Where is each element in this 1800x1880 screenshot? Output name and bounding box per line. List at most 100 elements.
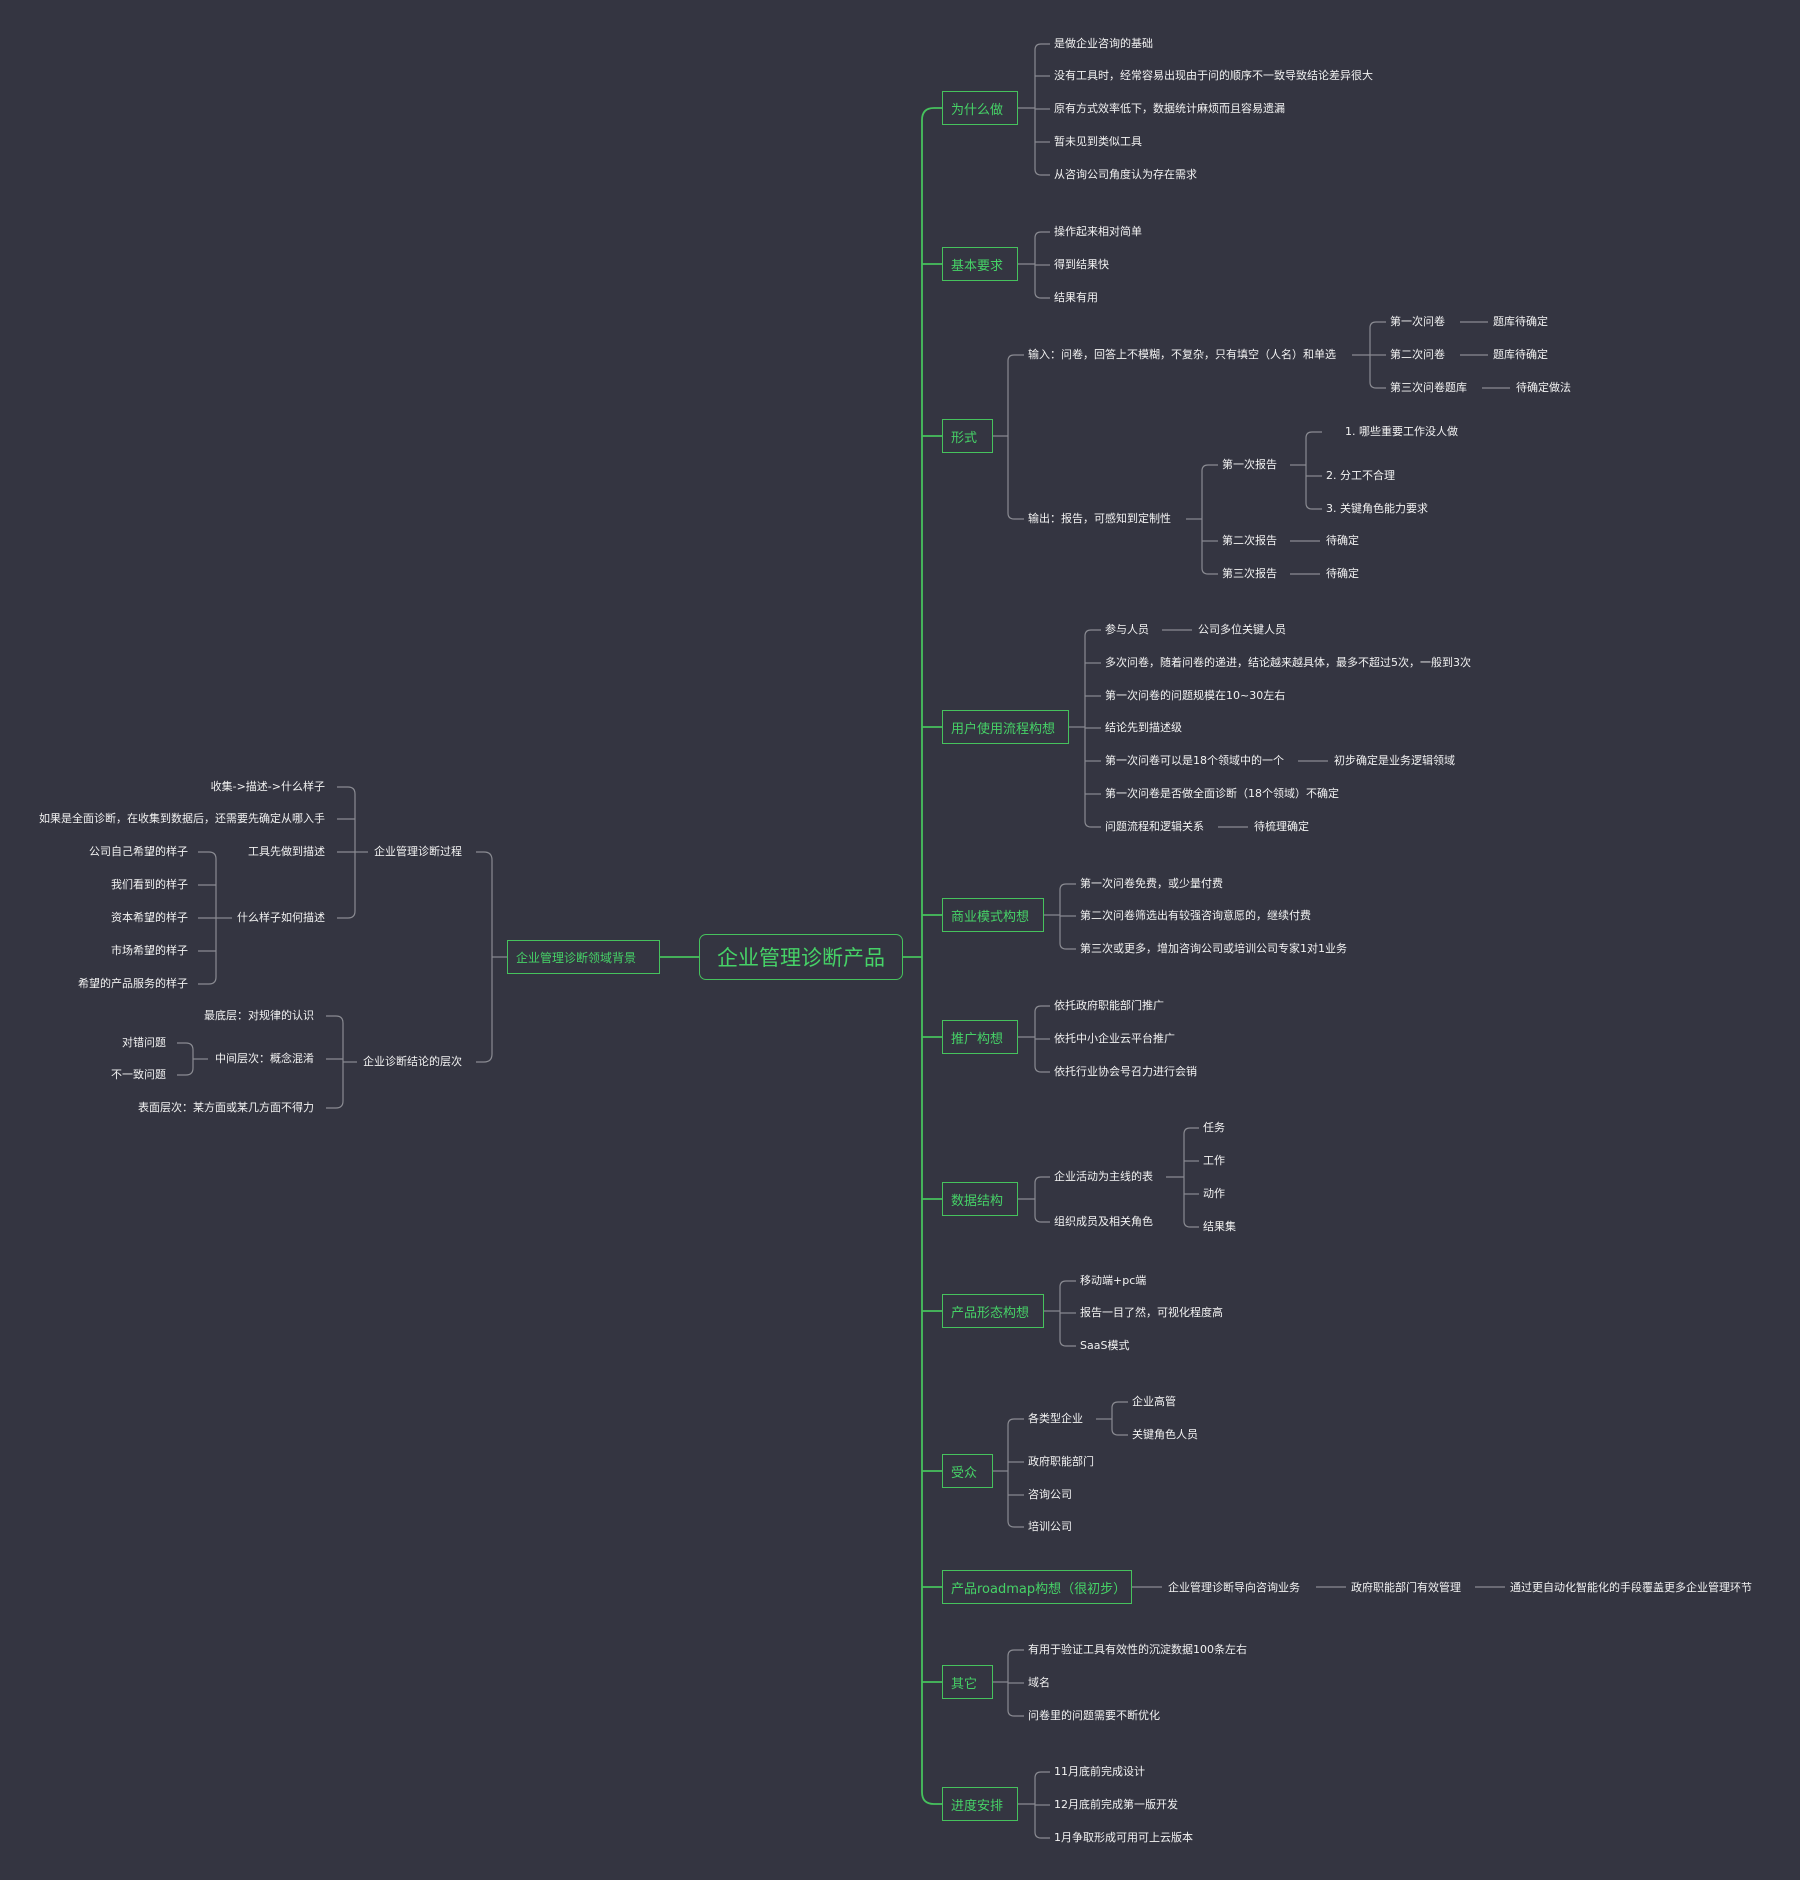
node-input-item[interactable]: 第三次问卷题库 xyxy=(1390,381,1467,394)
topic-user-flow[interactable]: 用户使用流程构想 xyxy=(942,710,1069,744)
topic-background[interactable]: 企业管理诊断领域背景 xyxy=(507,940,660,974)
node-promo-item[interactable]: 依托政府职能部门推广 xyxy=(1054,999,1164,1012)
node-report-third[interactable]: 第三次报告 xyxy=(1222,567,1277,580)
node-how-item[interactable]: 公司自己希望的样子 xyxy=(89,845,188,858)
node-input-leaf[interactable]: 题库待确定 xyxy=(1493,348,1548,361)
topic-basic-requirements[interactable]: 基本要求 xyxy=(942,247,1018,281)
node-collect[interactable]: 收集->描述->什么样子 xyxy=(210,780,325,793)
node-flow-item[interactable]: 第一次问卷可以是18个领域中的一个 xyxy=(1105,754,1284,767)
node-ds-main[interactable]: 企业活动为主线的表 xyxy=(1054,1170,1153,1183)
connector xyxy=(1201,464,1218,472)
node-why-item[interactable]: 没有工具时，经常容易出现由于问的顺序不一致导致结论差异很大 xyxy=(1054,69,1373,82)
node-input-leaf[interactable]: 待确定做法 xyxy=(1516,381,1571,394)
node-other-item[interactable]: 有用于验证工具有效性的沉淀数据100条左右 xyxy=(1028,1643,1247,1656)
node-ds-org[interactable]: 组织成员及相关角色 xyxy=(1054,1215,1153,1228)
node-report1-item[interactable]: 3. 关键角色能力要求 xyxy=(1326,502,1428,515)
topic-product-shape[interactable]: 产品形态构想 xyxy=(942,1294,1044,1328)
node-report3-leaf[interactable]: 待确定 xyxy=(1326,567,1359,580)
node-other-item[interactable]: 问卷里的问题需要不断优化 xyxy=(1028,1709,1160,1722)
node-shape-item[interactable]: SaaS模式 xyxy=(1080,1339,1130,1352)
node-how-item[interactable]: 希望的产品服务的样子 xyxy=(78,977,188,990)
topic-roadmap[interactable]: 产品roadmap构想（很初步） xyxy=(942,1570,1132,1604)
topic-audience[interactable]: 受众 xyxy=(942,1454,993,1488)
node-promo-item[interactable]: 依托中小企业云平台推广 xyxy=(1054,1032,1175,1045)
node-why-item[interactable]: 原有方式效率低下，数据统计麻烦而且容易遗漏 xyxy=(1054,102,1285,115)
connector xyxy=(1305,431,1322,439)
node-input-leaf[interactable]: 题库待确定 xyxy=(1493,315,1548,328)
node-report-second[interactable]: 第二次报告 xyxy=(1222,534,1277,547)
connector xyxy=(1059,1339,1076,1347)
node-basic-item[interactable]: 操作起来相对简单 xyxy=(1054,225,1142,238)
node-flow-item[interactable]: 多次问卷，随着问卷的递进，结论越来越具体，最多不超过5次，一般到3次 xyxy=(1105,656,1471,669)
node-level-middle[interactable]: 中间层次：概念混淆 xyxy=(215,1052,314,1065)
node-roadmap-step[interactable]: 政府职能部门有效管理 xyxy=(1351,1581,1461,1594)
node-why-item[interactable]: 暂未见到类似工具 xyxy=(1054,135,1142,148)
connector xyxy=(1034,1065,1050,1073)
node-audience-item[interactable]: 培训公司 xyxy=(1028,1520,1072,1533)
node-report1-item[interactable]: 1. 哪些重要工作没人做 xyxy=(1345,425,1458,438)
node-ds-main-item[interactable]: 任务 xyxy=(1203,1121,1225,1134)
node-form-input[interactable]: 输入：问卷，回答上不模糊，不复杂，只有填空（人名）和单选 xyxy=(1028,348,1336,361)
node-input-item[interactable]: 第一次问卷 xyxy=(1390,315,1445,328)
topic-why[interactable]: 为什么做 xyxy=(942,91,1018,125)
node-tool-describe[interactable]: 工具先做到描述 xyxy=(248,845,325,858)
root-topic[interactable]: 企业管理诊断产品 xyxy=(699,934,903,980)
node-report-first[interactable]: 第一次报告 xyxy=(1222,458,1277,471)
node-enterprise-item[interactable]: 企业高管 xyxy=(1132,1395,1176,1408)
node-ds-main-item[interactable]: 动作 xyxy=(1203,1187,1225,1200)
node-schedule-item[interactable]: 12月底前完成第一版开发 xyxy=(1054,1798,1178,1811)
node-flow-item[interactable]: 结论先到描述级 xyxy=(1105,721,1182,734)
topic-form[interactable]: 形式 xyxy=(942,419,993,453)
node-audience-item[interactable]: 政府职能部门 xyxy=(1028,1455,1094,1468)
node-why-item[interactable]: 是做企业咨询的基础 xyxy=(1054,37,1153,50)
node-flow-item[interactable]: 参与人员 xyxy=(1105,623,1149,636)
node-how-describe[interactable]: 什么样子如何描述 xyxy=(237,911,325,924)
node-roadmap-step[interactable]: 企业管理诊断导向咨询业务 xyxy=(1168,1581,1300,1594)
topic-business-model[interactable]: 商业模式构想 xyxy=(942,898,1044,932)
node-ds-main-item[interactable]: 工作 xyxy=(1203,1154,1225,1167)
node-enterprise-item[interactable]: 关键角色人员 xyxy=(1132,1428,1198,1441)
node-form-output[interactable]: 输出：报告，可感知到定制性 xyxy=(1028,512,1171,525)
node-schedule-item[interactable]: 11月底前完成设计 xyxy=(1054,1765,1145,1778)
node-shape-item[interactable]: 报告一目了然，可视化程度高 xyxy=(1080,1306,1223,1319)
node-flow-item[interactable]: 第一次问卷是否做全面诊断（18个领域）不确定 xyxy=(1105,787,1339,800)
node-audience-enterprise[interactable]: 各类型企业 xyxy=(1028,1412,1083,1425)
node-business-item[interactable]: 第一次问卷免费，或少量付费 xyxy=(1080,877,1223,890)
node-input-item[interactable]: 第二次问卷 xyxy=(1390,348,1445,361)
topic-conclusion-levels[interactable]: 企业诊断结论的层次 xyxy=(363,1055,462,1068)
node-business-item[interactable]: 第二次问卷筛选出有较强咨询意愿的，继续付费 xyxy=(1080,909,1311,922)
node-shape-item[interactable]: 移动端+pc端 xyxy=(1080,1274,1147,1287)
topic-promotion[interactable]: 推广构想 xyxy=(942,1020,1018,1054)
node-flow-leaf[interactable]: 初步确定是业务逻辑领域 xyxy=(1334,754,1455,767)
node-why-item[interactable]: 从咨询公司角度认为存在需求 xyxy=(1054,168,1197,181)
connector xyxy=(1111,1401,1128,1409)
node-how-item[interactable]: 资本希望的样子 xyxy=(111,911,188,924)
node-ds-main-item[interactable]: 结果集 xyxy=(1203,1220,1236,1233)
node-promo-item[interactable]: 依托行业协会号召力进行会销 xyxy=(1054,1065,1197,1078)
node-middle-item[interactable]: 不一致问题 xyxy=(111,1068,166,1081)
node-flow-leaf[interactable]: 公司多位关键人员 xyxy=(1198,623,1286,636)
node-basic-item[interactable]: 结果有用 xyxy=(1054,291,1098,304)
node-how-item[interactable]: 我们看到的样子 xyxy=(111,878,188,891)
node-audience-item[interactable]: 咨询公司 xyxy=(1028,1488,1072,1501)
connector xyxy=(921,107,942,121)
node-how-item[interactable]: 市场希望的样子 xyxy=(111,944,188,957)
node-flow-leaf[interactable]: 待梳理确定 xyxy=(1254,820,1309,833)
node-flow-item[interactable]: 第一次问卷的问题规模在10~30左右 xyxy=(1105,689,1286,702)
node-full-diagnosis[interactable]: 如果是全面诊断，在收集到数据后，还需要先确定从哪入手 xyxy=(39,812,325,825)
topic-other[interactable]: 其它 xyxy=(942,1665,993,1699)
node-basic-item[interactable]: 得到结果快 xyxy=(1054,258,1109,271)
topic-data-structure[interactable]: 数据结构 xyxy=(942,1182,1018,1216)
node-report1-item[interactable]: 2. 分工不合理 xyxy=(1326,469,1395,482)
node-flow-item[interactable]: 问题流程和逻辑关系 xyxy=(1105,820,1204,833)
node-business-item[interactable]: 第三次或更多，增加咨询公司或培训公司专家1对1业务 xyxy=(1080,942,1347,955)
node-roadmap-step[interactable]: 通过更自动化智能化的手段覆盖更多企业管理环节 xyxy=(1510,1581,1752,1594)
node-level-surface[interactable]: 表面层次：某方面或某几方面不得力 xyxy=(138,1101,314,1114)
node-middle-item[interactable]: 对错问题 xyxy=(122,1036,166,1049)
node-schedule-item[interactable]: 1月争取形成可用可上云版本 xyxy=(1054,1831,1193,1844)
node-level-bottom[interactable]: 最底层：对规律的认识 xyxy=(204,1009,314,1022)
topic-diagnosis-process[interactable]: 企业管理诊断过程 xyxy=(374,845,462,858)
node-other-item[interactable]: 域名 xyxy=(1028,1676,1050,1689)
topic-schedule[interactable]: 进度安排 xyxy=(942,1787,1018,1821)
node-report2-leaf[interactable]: 待确定 xyxy=(1326,534,1359,547)
